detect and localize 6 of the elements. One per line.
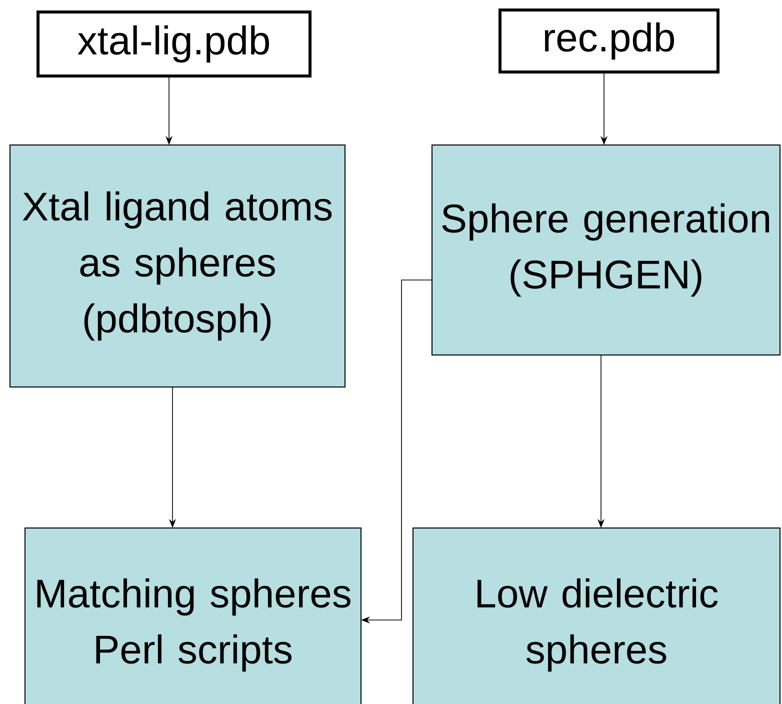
process-box: Sphere generation (SPHGEN) [432,144,780,356]
file-box: xtal-lig.pdb [36,10,312,78]
process-box: Low dielectric spheres [412,528,780,704]
process-box: Xtal ligand atoms as spheres (pdbtosph) [10,144,346,388]
file-box: rec.pdb [498,8,720,74]
process-box: Matching spheres Perl scripts [24,528,362,704]
